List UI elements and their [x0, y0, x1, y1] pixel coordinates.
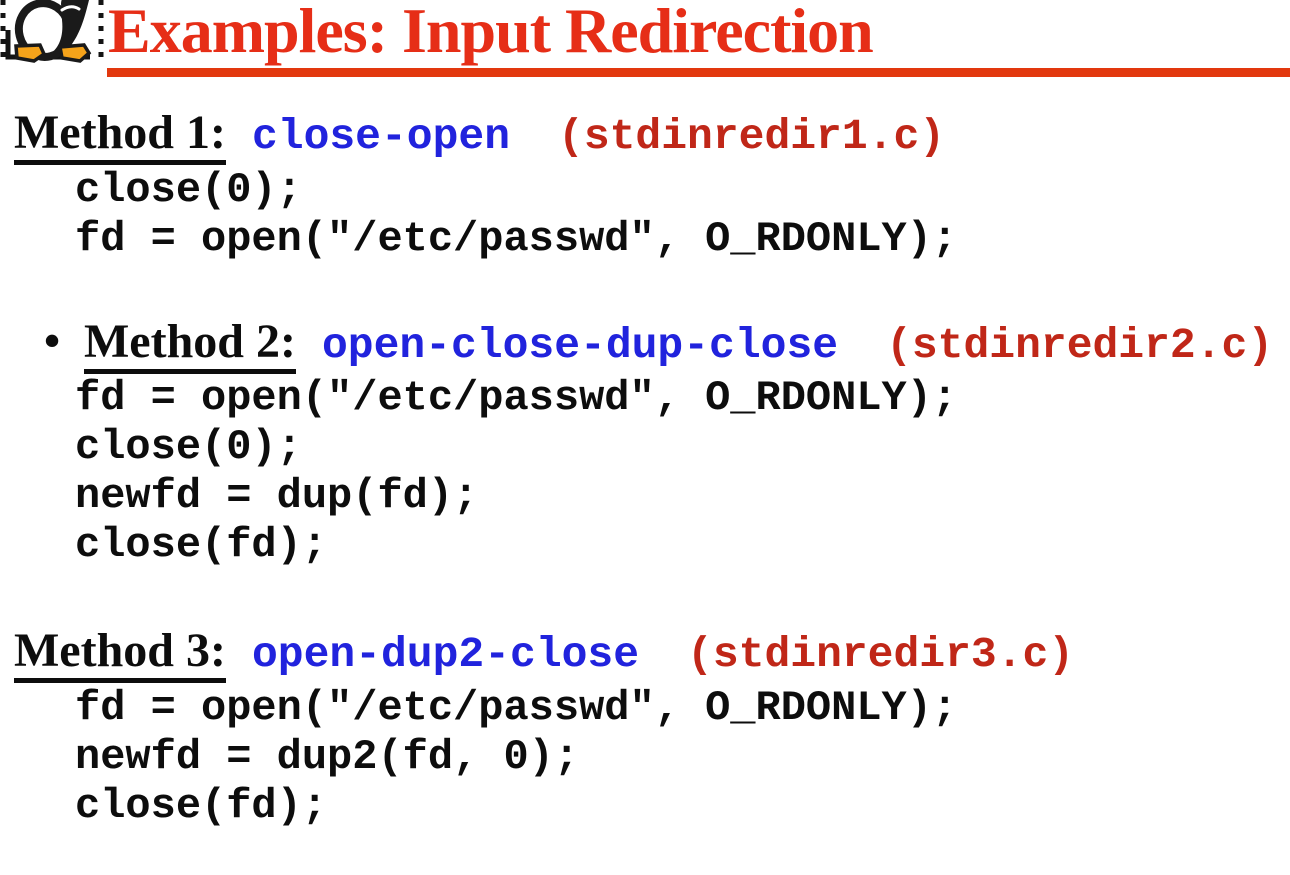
code-line: close(fd);: [75, 521, 328, 569]
method-2-source-file: (stdinredir2.c): [886, 321, 1274, 370]
method-2-technique: open-close-dup-close: [321, 321, 839, 370]
code-line: close(fd);: [75, 782, 328, 830]
method-3-label: Method 3:: [14, 624, 226, 683]
page-title: Examples: Input Redirection: [108, 0, 874, 66]
method-2-code-block: fd = open("/etc/passwd", O_RDONLY); clos…: [0, 372, 1290, 570]
method-2-heading: • Method 2: open-close-dup-close (stdinr…: [0, 310, 1290, 374]
method-3-code-block: fd = open("/etc/passwd", O_RDONLY); newf…: [0, 682, 1290, 831]
method-2-section: • Method 2: open-close-dup-close (stdinr…: [0, 310, 1290, 570]
code-line: fd = open("/etc/passwd", O_RDONLY);: [75, 684, 958, 732]
title-underline-rule: [107, 68, 1290, 77]
bullet-marker: •: [44, 315, 61, 366]
method-1-section: Method 1: close-open (stdinredir1.c) clo…: [0, 102, 1290, 264]
method-2-label: Method 2:: [84, 315, 296, 374]
method-1-technique: close-open: [251, 112, 511, 161]
code-line: fd = open("/etc/passwd", O_RDONLY);: [75, 374, 958, 422]
method-3-source-file: (stdinredir3.c): [687, 630, 1075, 679]
method-1-heading: Method 1: close-open (stdinredir1.c): [0, 102, 1290, 165]
method-3-technique: open-dup2-close: [251, 630, 640, 679]
code-line: close(0);: [75, 423, 302, 471]
code-line: newfd = dup(fd);: [75, 472, 479, 520]
method-3-section: Method 3: open-dup2-close (stdinredir3.c…: [0, 620, 1290, 831]
method-1-label: Method 1:: [14, 106, 226, 165]
tux-penguin-graphic: [0, 0, 104, 64]
method-1-code-block: close(0); fd = open("/etc/passwd", O_RDO…: [0, 164, 1290, 264]
code-line: fd = open("/etc/passwd", O_RDONLY);: [75, 215, 958, 263]
code-line: close(0);: [75, 166, 302, 214]
method-3-heading: Method 3: open-dup2-close (stdinredir3.c…: [0, 620, 1290, 683]
code-line: newfd = dup2(fd, 0);: [75, 733, 580, 781]
tux-penguin-icon: [0, 0, 106, 66]
method-1-source-file: (stdinredir1.c): [558, 112, 946, 161]
